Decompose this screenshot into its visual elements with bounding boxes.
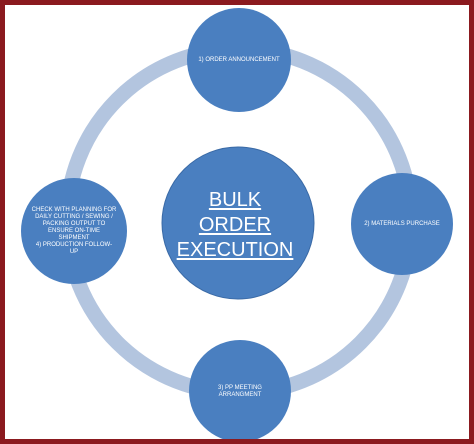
node-left-label-line-3: PACKING OUTPUT TO [42, 220, 106, 227]
node-left-label-line-7: UP [69, 248, 79, 255]
center-title-line-2: ORDER [198, 214, 272, 236]
center-title-line-1: BULK [208, 189, 262, 211]
cycle-diagram [21, 8, 453, 439]
node-top-label-line-1: 1) ORDER ANNOUNCEMENT [198, 56, 280, 63]
node-left-label-line-1: CHECK WITH PLANNING FOR [31, 206, 117, 213]
node-left-circle [21, 178, 127, 284]
center-circle [161, 146, 315, 300]
center-title-line-3: EXECUTION [176, 239, 294, 261]
node-top-label: 1) ORDER ANNOUNCEMENT [194, 43, 284, 77]
node-left-label-line-5: SHIPMENT [58, 234, 90, 241]
node-left-label-line-6: 4) PRODUCTION FOLLOW- [35, 241, 113, 248]
node-bottom-label-line-1: 3) PP MEETING [218, 385, 262, 391]
node-bottom-label: 3) PP MEETING ARRANGMENT [200, 377, 280, 407]
node-bottom-circle [189, 340, 291, 439]
node-right-label-line-1: 2) MATERIALS PURCHASE [364, 220, 440, 227]
node-left-label-line-4: ENSURE ON-TIME [47, 227, 100, 234]
node-left-label-line-2: DAILY CUTTING / SEWING / [35, 213, 113, 220]
node-right-circle [351, 173, 453, 275]
node-bottom-label-line-2: ARRANGMENT [218, 392, 262, 398]
center-title: BULK ORDER EXECUTION [165, 188, 305, 263]
node-right-label: 2) MATERIALS PURCHASE [357, 207, 447, 241]
node-left-label: CHECK WITH PLANNING FOR DAILY CUTTING / … [28, 198, 120, 264]
node-top-circle [187, 8, 291, 112]
